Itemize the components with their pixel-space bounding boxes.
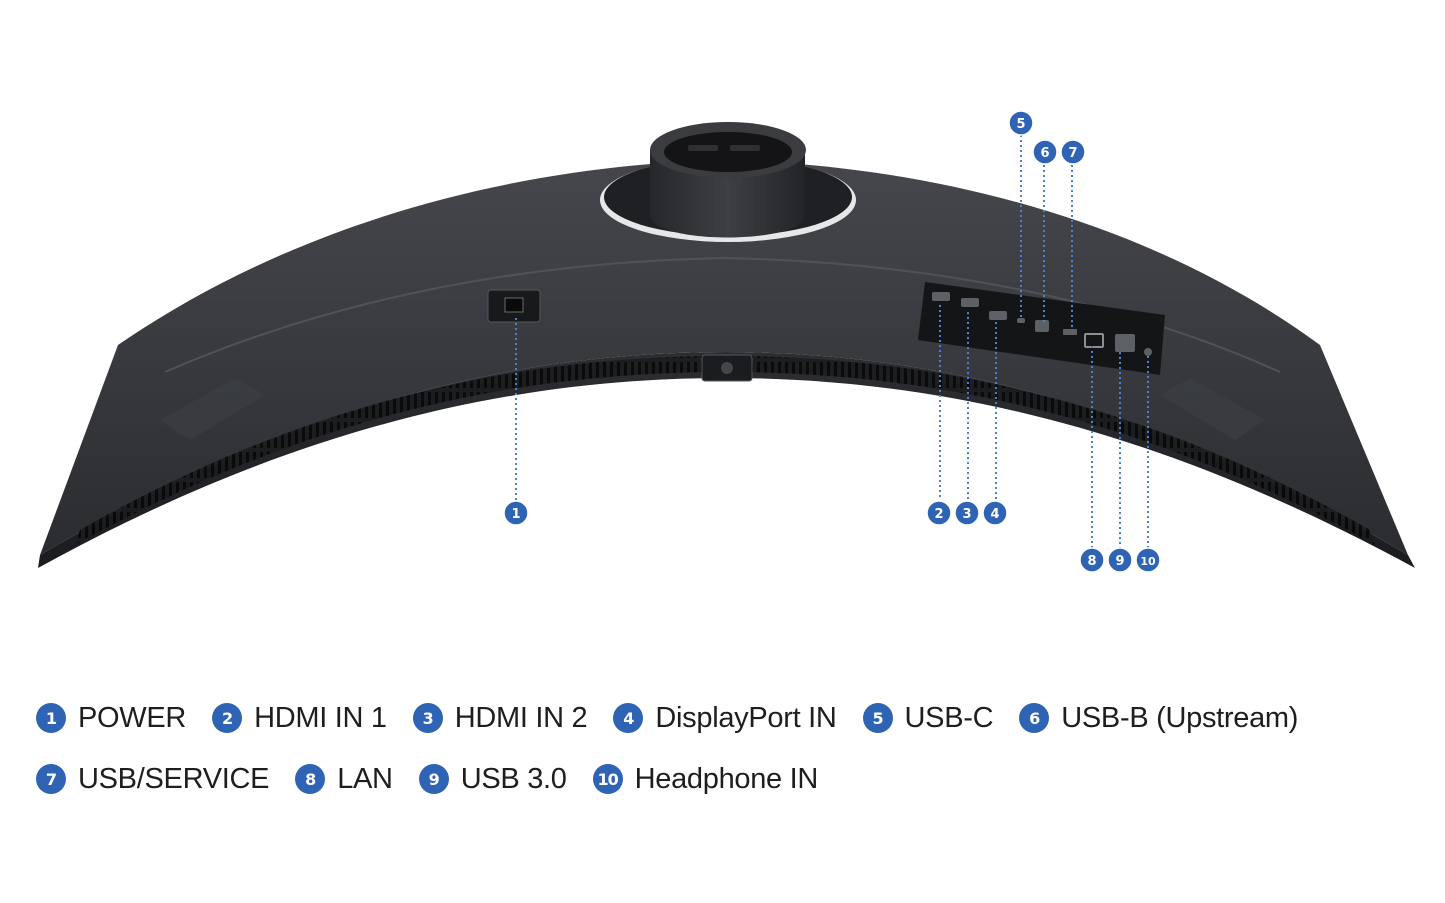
callout-7-label: 7 (1068, 146, 1077, 161)
usb3-port (1115, 334, 1135, 352)
callout-10: 10 (1135, 547, 1161, 573)
legend-label: USB-B (Upstream) (1061, 701, 1299, 734)
legend-item: 10 Headphone IN (592, 762, 819, 796)
legend-number-badge: 9 (418, 764, 449, 794)
legend-item: 5 USB-C (862, 701, 994, 735)
callout-8: 8 (1079, 547, 1105, 573)
left-speaker-grille (160, 378, 265, 440)
legend-label: LAN (337, 762, 393, 795)
legend-row-2: 7 USB/SERVICE 8 LAN 9 USB 3.0 10 Headpho… (36, 758, 1416, 800)
legend-number-badge: 7 (36, 764, 66, 794)
headphone-port (1144, 348, 1152, 356)
legend-label: POWER (78, 701, 187, 734)
legend-item: 2 HDMI IN 1 (212, 702, 387, 735)
legend-number-badge: 6 (1019, 703, 1050, 733)
lan-port (1084, 333, 1104, 348)
usb-service-port (1063, 329, 1077, 335)
callout-3: 3 (954, 500, 980, 526)
callout-6-label: 6 (1040, 146, 1049, 161)
callout-1-label: 1 (511, 507, 520, 522)
legend-number-badge: 5 (862, 703, 893, 733)
legend-number-badge: 8 (295, 764, 326, 794)
legend-item: 7 USB/SERVICE (36, 763, 269, 796)
legend-number-badge: 1 (36, 703, 66, 733)
hdmi-2-port (961, 298, 979, 307)
callout-10-label: 10 (1140, 555, 1156, 568)
callout-5: 5 (1008, 110, 1034, 136)
legend-item: 6 USB-B (Upstream) (1019, 702, 1298, 735)
legend-label: USB/SERVICE (78, 762, 270, 795)
legend-item: 4 DisplayPort IN (613, 701, 837, 735)
monitor-rear-diagram: 1 2 3 4 5 6 7 8 9 10 (38, 110, 1415, 573)
legend-label: HDMI IN 1 (254, 701, 387, 734)
legend-number-badge: 3 (412, 703, 443, 733)
usbc-port (1017, 318, 1025, 323)
leader-lines (515, 135, 1149, 548)
legend-item: 9 USB 3.0 (418, 762, 567, 796)
callout-2: 2 (926, 500, 952, 526)
hdmi-1-port (932, 292, 950, 301)
callout-4: 4 (982, 500, 1008, 526)
legend-label: HDMI IN 2 (454, 701, 588, 734)
callout-1: 1 (503, 500, 529, 526)
legend-number-badge: 4 (613, 703, 644, 733)
legend-item: 8 LAN (295, 763, 393, 796)
legend-number-badge: 2 (212, 703, 243, 733)
legend-item: 1 POWER (36, 702, 186, 735)
callout-3-label: 3 (962, 507, 971, 522)
callout-4-label: 4 (990, 507, 999, 522)
callout-7: 7 (1060, 139, 1086, 165)
vent-strip (75, 356, 1375, 545)
usbb-port (1035, 320, 1049, 332)
legend-row-1: 1 POWER 2 HDMI IN 1 3 HDMI IN 2 4 Displa… (36, 697, 1416, 739)
right-speaker-grille (1160, 378, 1265, 440)
legend-label: DisplayPort IN (655, 701, 837, 734)
callout-8-label: 8 (1087, 554, 1096, 569)
callout-5-label: 5 (1016, 117, 1025, 132)
port-legend: 1 POWER 2 HDMI IN 1 3 HDMI IN 2 4 Displa… (36, 697, 1416, 819)
callout-9: 9 (1107, 547, 1133, 573)
displayport-port (989, 311, 1007, 320)
legend-label: Headphone IN (634, 762, 819, 795)
legend-label: USB 3.0 (460, 762, 567, 795)
callout-9-label: 9 (1115, 554, 1124, 569)
legend-label: USB-C (904, 701, 994, 734)
legend-number-badge: 10 (592, 764, 623, 794)
monitor-top-surface (40, 160, 1408, 555)
callout-6: 6 (1032, 139, 1058, 165)
legend-item: 3 HDMI IN 2 (412, 701, 588, 735)
callout-2-label: 2 (934, 507, 943, 522)
